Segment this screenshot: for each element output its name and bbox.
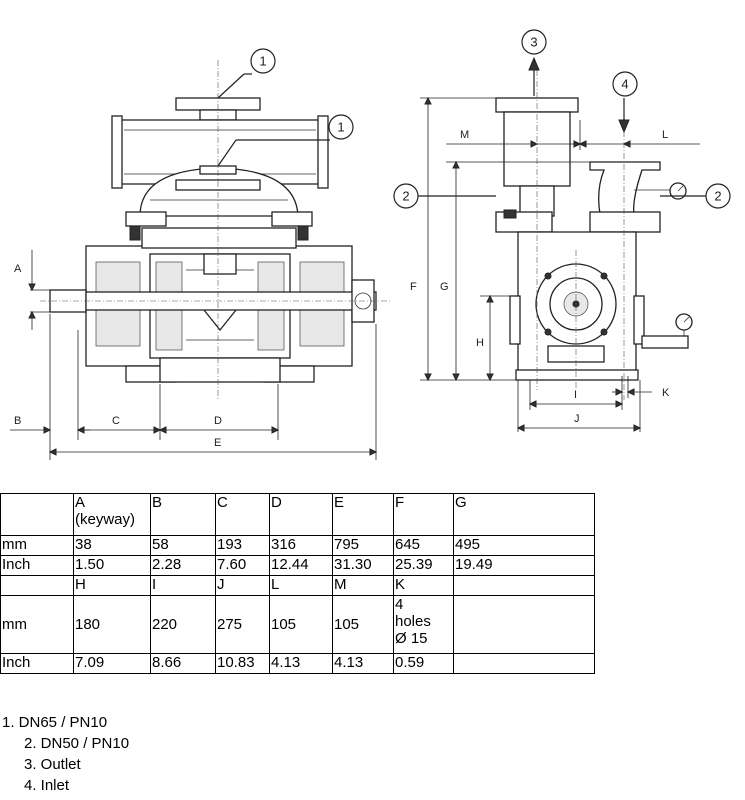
table-cell: G	[453, 493, 595, 536]
table-cell: 19.49	[453, 555, 595, 576]
table-cell: J	[215, 575, 270, 596]
dimension-table: A (keyway) B C D E F G mm 38 58 193 316 …	[0, 493, 595, 674]
table-cell: 1.50	[73, 555, 151, 576]
table-cell: 180	[73, 595, 151, 654]
table-cell	[0, 493, 74, 536]
table-cell: 38	[73, 535, 151, 556]
table-cell: L	[269, 575, 333, 596]
table-cell: 7.60	[215, 555, 270, 576]
dim-label-A: A	[14, 263, 22, 275]
table-cell	[453, 653, 595, 674]
table-row: mm 38 58 193 316 795 645 495	[0, 535, 595, 556]
dim-label-K: K	[662, 387, 670, 399]
table-cell: E	[332, 493, 394, 536]
table-cell: Inch	[0, 555, 74, 576]
table-cell: 4 holes Ø 15	[393, 595, 454, 654]
table-cell: 645	[393, 535, 454, 556]
dim-label-G: G	[440, 281, 449, 293]
table-cell: mm	[0, 595, 74, 654]
dim-label-L: L	[662, 129, 668, 141]
table-cell: 795	[332, 535, 394, 556]
dim-label-I: I	[574, 389, 577, 401]
callout-1-mid: 1	[337, 120, 344, 135]
callout-2-left: 2	[402, 189, 409, 204]
dim-label-B: B	[14, 415, 21, 427]
callout-1-top: 1	[259, 54, 266, 69]
table-cell: mm	[0, 535, 74, 556]
table-row: H I J L M K	[0, 575, 595, 596]
list-item: 1. DN65 / PN10	[2, 714, 108, 731]
table-cell: 25.39	[393, 555, 454, 576]
front-view-dimensions: A B C D E	[10, 250, 378, 460]
table-cell: 12.44	[269, 555, 333, 576]
pump-technical-drawing: A B C D E 1 1	[10, 29, 731, 460]
front-view	[40, 60, 390, 400]
dim-label-H: H	[476, 337, 484, 349]
table-cell: 220	[150, 595, 216, 654]
table-cell: H	[73, 575, 151, 596]
table-row: mm 180 220 275 105 105 4 holes Ø 15	[0, 595, 595, 654]
table-cell	[453, 575, 595, 596]
table-cell: 275	[215, 595, 270, 654]
callout-4: 4	[621, 77, 628, 92]
table-cell: B	[150, 493, 216, 536]
table-cell: 10.83	[215, 653, 270, 674]
table-cell: 4.13	[269, 653, 333, 674]
side-view	[495, 70, 693, 400]
table-cell: K	[393, 575, 454, 596]
dim-label-J: J	[574, 413, 580, 425]
list-item: 3. Outlet	[24, 756, 81, 773]
list-item: 2. DN50 / PN10	[24, 735, 130, 752]
table-cell: 105	[332, 595, 394, 654]
dim-label-E: E	[214, 437, 221, 449]
table-row: A (keyway) B C D E F G	[0, 493, 595, 536]
table-cell: 2.28	[150, 555, 216, 576]
table-cell: 8.66	[150, 653, 216, 674]
table-cell	[0, 575, 74, 596]
table-cell: C	[215, 493, 270, 536]
callout-3: 3	[530, 35, 537, 50]
table-cell: D	[269, 493, 333, 536]
table-cell: I	[150, 575, 216, 596]
side-view-dimensions: F G H M L I	[410, 96, 700, 432]
dim-label-C: C	[112, 415, 120, 427]
dim-label-M: M	[460, 129, 469, 141]
list-item: 4. Inlet	[24, 777, 70, 794]
table-cell: 58	[150, 535, 216, 556]
table-cell: 316	[269, 535, 333, 556]
table-cell: 4.13	[332, 653, 394, 674]
table-cell: M	[332, 575, 394, 596]
front-view-callouts: 1 1	[217, 48, 354, 167]
table-cell: 495	[453, 535, 595, 556]
table-row: Inch 1.50 2.28 7.60 12.44 31.30 25.39 19…	[0, 555, 595, 576]
dim-label-F: F	[410, 281, 417, 293]
table-cell: 0.59	[393, 653, 454, 674]
notes-list: 1. DN65 / PN10 2. DN50 / PN10 3. Outlet …	[2, 712, 129, 796]
table-cell	[453, 595, 595, 654]
callout-2-right: 2	[714, 189, 721, 204]
table-cell: Inch	[0, 653, 74, 674]
table-row: Inch 7.09 8.66 10.83 4.13 4.13 0.59	[0, 653, 595, 674]
table-cell: 31.30	[332, 555, 394, 576]
table-cell: 105	[269, 595, 333, 654]
side-view-callouts: 3 4 2 2	[393, 29, 731, 209]
table-cell: A (keyway)	[73, 493, 151, 536]
table-cell: 7.09	[73, 653, 151, 674]
table-cell: F	[393, 493, 454, 536]
dim-label-D: D	[214, 415, 222, 427]
table-cell: 193	[215, 535, 270, 556]
